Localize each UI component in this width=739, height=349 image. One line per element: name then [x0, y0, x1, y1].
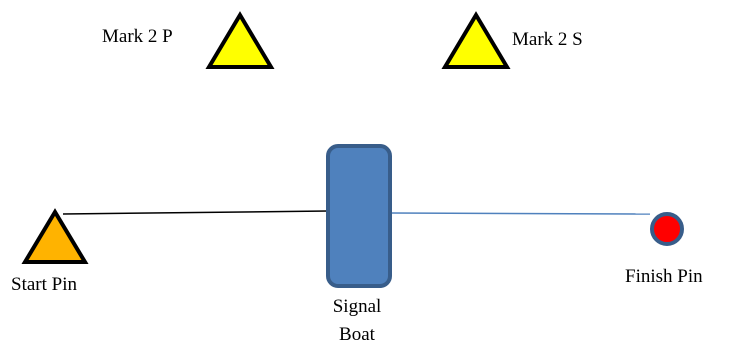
signal-boat-label-line2: Boat [339, 324, 376, 345]
start-pin-icon [21, 208, 89, 264]
start-line [62, 210, 329, 215]
signal-boat-label-line1: Signal [333, 296, 382, 317]
signal-boat-icon [326, 144, 392, 288]
mark-2-s-label: Mark 2 S [512, 29, 583, 50]
mark-2-p-icon [205, 11, 275, 69]
finish-pin-label: Finish Pin [625, 266, 703, 287]
mark-2-p-label: Mark 2 P [102, 26, 173, 47]
mark-2-s-icon [441, 11, 511, 69]
finish-line [389, 212, 651, 215]
finish-pin-icon [650, 212, 684, 246]
start-pin-label: Start Pin [11, 274, 77, 295]
